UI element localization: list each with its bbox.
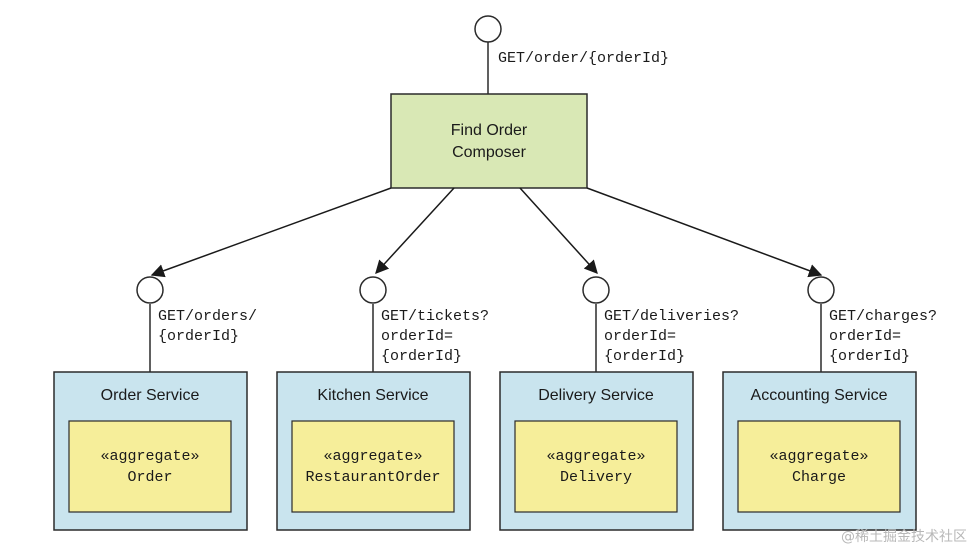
order-service-name: Order Service [101,387,200,404]
kitchen-service-interface-lollipop [359,276,387,304]
restaurant-order-aggregate-stereotype: «aggregate» [323,448,422,465]
kitchen-service-endpoint-line-3: {orderId} [381,348,462,365]
order-service-interface-lollipop [136,276,164,304]
arrow-to-order-service [150,187,392,278]
delivery-service-interface-lollipop [582,276,610,304]
charge-aggregate-box [737,420,901,513]
kitchen-service-endpoint-line-1: GET/tickets? [381,308,489,325]
arrow-to-accounting-service [586,187,823,278]
delivery-service-endpoint-line-1: GET/deliveries? [604,308,739,325]
accounting-service: GET/charges? orderId= {orderId} Accounti… [722,276,937,531]
delivery-aggregate-box [514,420,678,513]
order-aggregate-stereotype: «aggregate» [100,448,199,465]
delivery-aggregate-name: Delivery [560,469,632,486]
order-aggregate-box [68,420,232,513]
order-aggregate-name: Order [127,469,172,486]
delivery-service: GET/deliveries? orderId= {orderId} Deliv… [499,276,739,531]
accounting-service-name: Accounting Service [751,387,888,404]
delivery-service-endpoint-line-3: {orderId} [604,348,685,365]
delivery-service-endpoint-line-2: orderId= [604,328,676,345]
composer-interface-lollipop [474,15,502,43]
accounting-service-endpoint-line-2: orderId= [829,328,901,345]
arrow-to-delivery-service [519,187,598,275]
charge-aggregate-name: Charge [792,469,846,486]
accounting-service-endpoint-line-1: GET/charges? [829,308,937,325]
accounting-service-interface-lollipop [807,276,835,304]
arrow-to-kitchen-service [375,187,455,274]
restaurant-order-aggregate-name: RestaurantOrder [305,469,440,486]
composer-label-line-1: Find Order [451,122,528,139]
watermark: @稀土掘金技术社区 [841,529,967,545]
order-service-endpoint-line-2: {orderId} [158,328,239,345]
kitchen-service-endpoint-line-2: orderId= [381,328,453,345]
kitchen-service: GET/tickets? orderId= {orderId} Kitchen … [276,276,489,531]
delivery-service-name: Delivery Service [538,387,654,404]
charge-aggregate-stereotype: «aggregate» [769,448,868,465]
order-service: GET/orders/ {orderId} Order Service «agg… [53,276,257,531]
composer-box [390,93,588,189]
find-order-composer: Find Order Composer [390,93,588,189]
accounting-service-endpoint-line-3: {orderId} [829,348,910,365]
composer-label-line-2: Composer [452,144,526,161]
order-service-endpoint-line-1: GET/orders/ [158,308,257,325]
delivery-aggregate-stereotype: «aggregate» [546,448,645,465]
composer-endpoint-label: GET/order/{orderId} [498,50,669,67]
kitchen-service-name: Kitchen Service [317,387,428,404]
restaurant-order-aggregate-box [291,420,455,513]
